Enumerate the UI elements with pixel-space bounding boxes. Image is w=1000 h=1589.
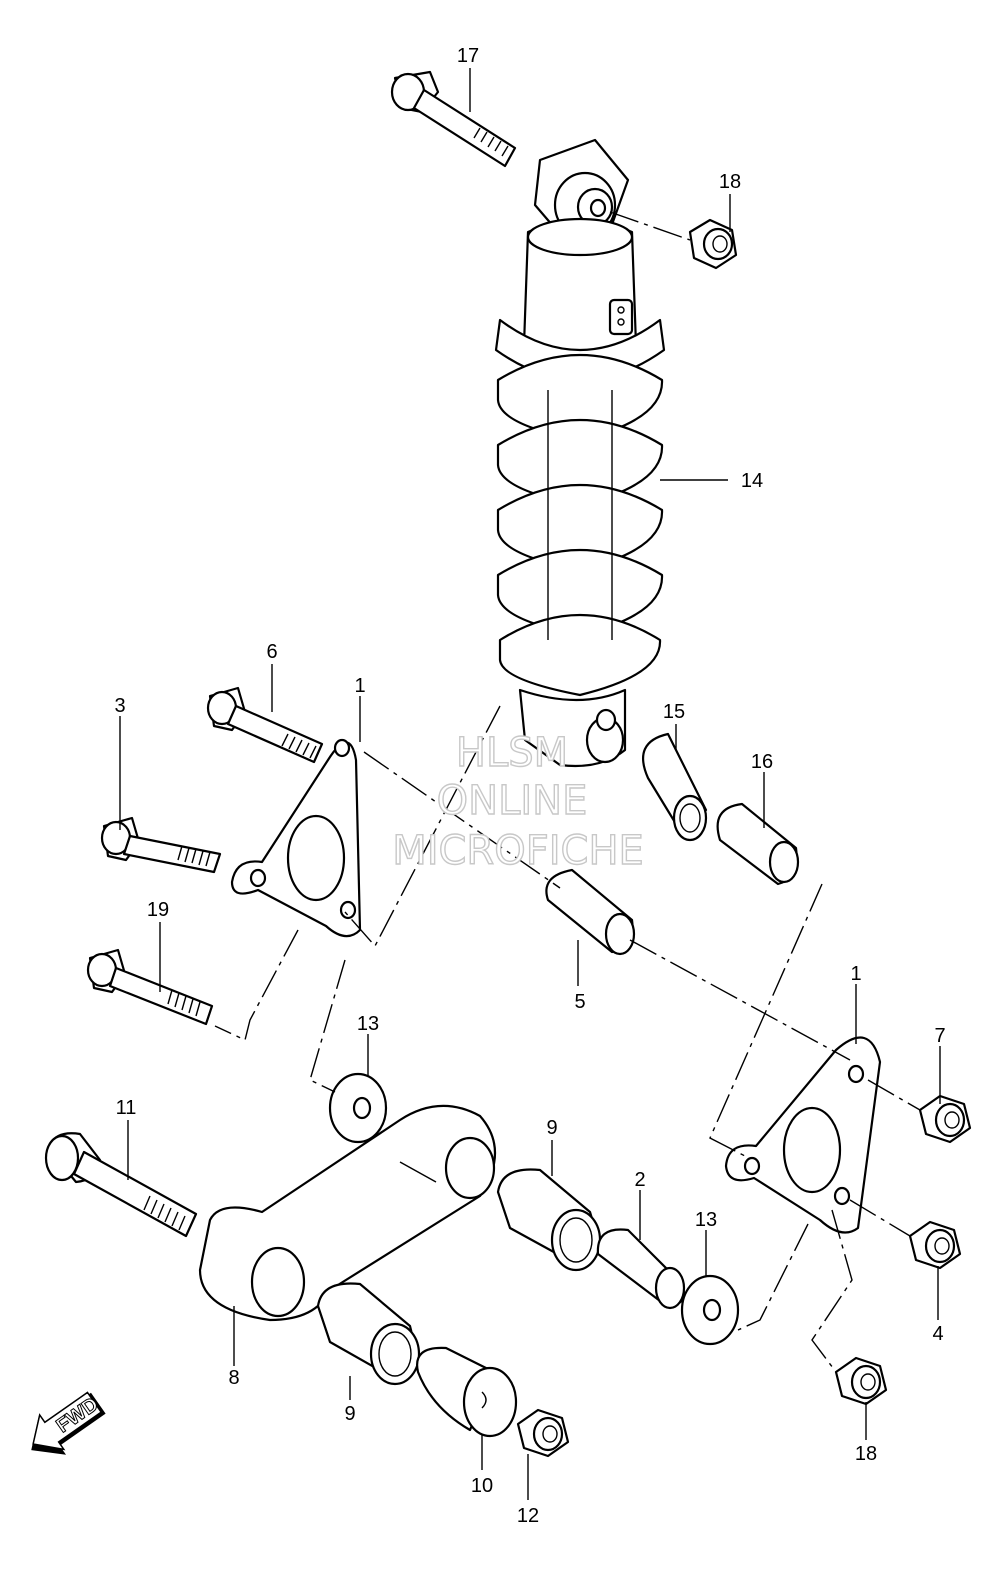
part-8-link-arm	[198, 1104, 497, 1322]
callout-9: 9	[546, 1117, 557, 1139]
callout-labels: 17 18 14 6 1 3 15 16 19 5 1 7 13 11 9 2 …	[114, 45, 945, 1527]
callout-14: 14	[741, 470, 763, 492]
callout-5: 5	[574, 991, 585, 1013]
part-13-washer-right	[680, 1274, 740, 1346]
callout-9: 9	[344, 1403, 355, 1425]
callout-18: 18	[855, 1443, 877, 1465]
callout-13: 13	[357, 1013, 379, 1035]
callout-17: 17	[457, 45, 479, 67]
callout-13: 13	[695, 1209, 717, 1231]
part-17-top-bolt	[390, 70, 517, 168]
part-18-nut-lower	[834, 1356, 888, 1406]
callout-3: 3	[114, 695, 125, 717]
part-19-bolt	[86, 948, 214, 1026]
part-4-nut	[908, 1220, 962, 1270]
part-10-flanged-collar	[416, 1346, 518, 1438]
callout-16: 16	[751, 751, 773, 773]
part-5-collar	[545, 868, 636, 956]
callout-1: 1	[354, 675, 365, 697]
part-14-shock-absorber	[494, 217, 666, 768]
part-18-nut-top	[688, 218, 738, 270]
leader-lines	[119, 68, 941, 1500]
part-13-washer-left	[328, 1072, 388, 1144]
part-12-nut	[516, 1408, 570, 1458]
part-15-bushing	[642, 732, 708, 842]
part-3-bolt	[100, 816, 222, 874]
callout-19: 19	[147, 899, 169, 921]
part-11-bolt	[44, 1132, 198, 1238]
assembly-center-lines	[214, 211, 921, 1373]
watermark-line-1: HLSM	[456, 730, 568, 776]
part-7-nut	[918, 1094, 972, 1144]
watermark-line-2: ONLINE	[437, 778, 588, 824]
part-1-bracket-left	[230, 738, 362, 938]
callout-12: 12	[517, 1505, 539, 1527]
callout-18: 18	[719, 171, 741, 193]
part-2-collar	[596, 1228, 686, 1310]
callout-8: 8	[228, 1367, 239, 1389]
part-9-bearing-lower	[316, 1282, 421, 1386]
callout-2: 2	[634, 1169, 645, 1191]
part-6-bolt	[206, 686, 324, 764]
callout-7: 7	[934, 1025, 945, 1047]
watermark: HLSM ONLINE MICROFICHE	[391, 729, 644, 874]
watermark-line-3: MICROFICHE	[392, 828, 644, 874]
callout-10: 10	[471, 1475, 493, 1497]
callout-6: 6	[266, 641, 277, 663]
part-1-bracket-right	[724, 1036, 882, 1234]
callout-11: 11	[116, 1097, 137, 1119]
callout-15: 15	[663, 701, 685, 723]
callout-4: 4	[932, 1323, 943, 1345]
fwd-arrow-icon: FWD	[31, 1391, 106, 1455]
callout-1: 1	[850, 963, 861, 985]
part-16-collar	[716, 802, 800, 886]
part-9-bearing-upper	[496, 1168, 602, 1272]
